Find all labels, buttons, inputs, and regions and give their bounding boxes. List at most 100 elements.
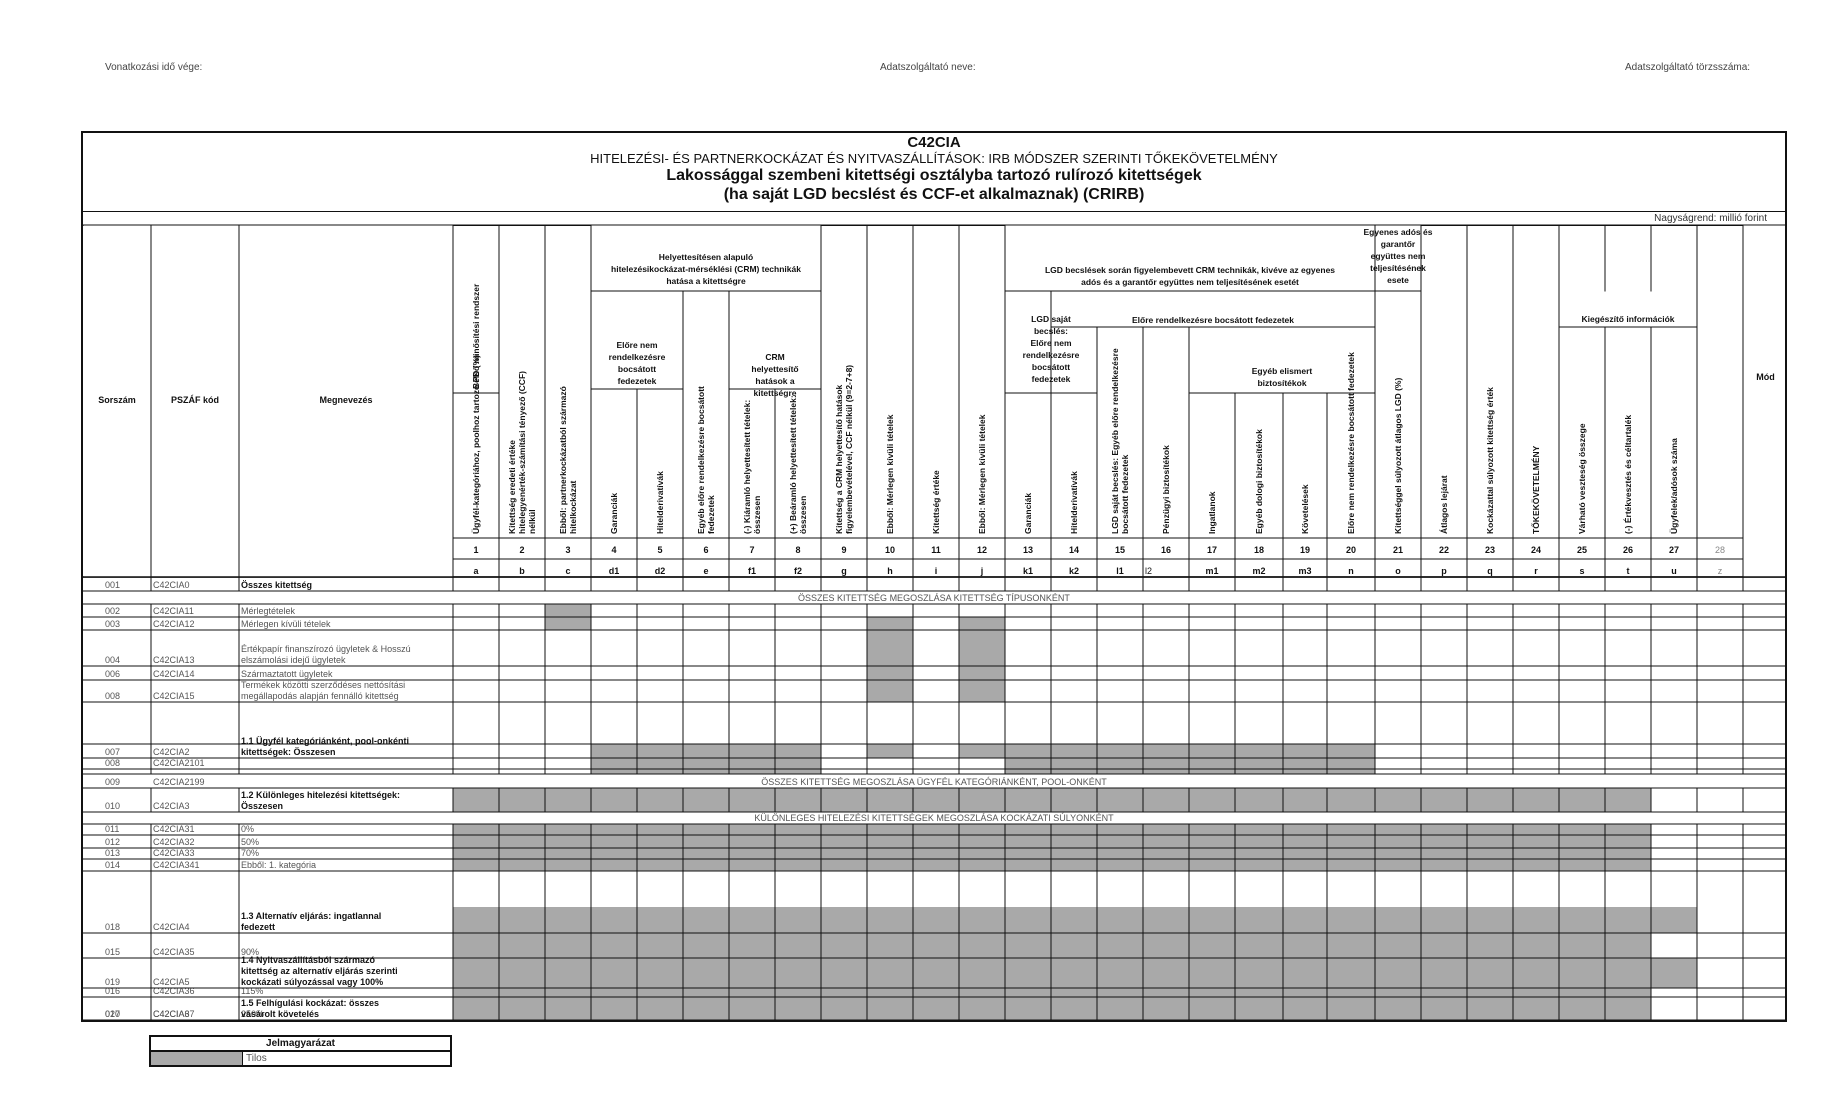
forbidden-cell — [1097, 835, 1143, 848]
forbidden-cell — [1605, 958, 1651, 988]
forbidden-cell — [637, 958, 683, 988]
header-crm-hely: hatások a — [755, 376, 794, 386]
forbidden-cell — [637, 859, 683, 871]
column-number: 4 — [611, 545, 616, 555]
row-number: 003 — [105, 619, 120, 629]
report-table: C42CIA HITELEZÉSI- ÉS PARTNERKOCKÁZAT ÉS… — [81, 131, 1787, 1022]
forbidden-cell — [637, 824, 683, 835]
forbidden-cell — [775, 958, 821, 988]
section-band — [83, 591, 1785, 604]
forbidden-cell — [683, 824, 729, 835]
forbidden-cell — [545, 617, 591, 630]
form-subtitle: Lakossággal szembeni kitettségi osztályb… — [666, 167, 1202, 184]
column-letter: m2 — [1252, 566, 1265, 576]
column-letter: a — [473, 566, 479, 576]
forbidden-cell — [867, 835, 913, 848]
forbidden-cell — [1605, 997, 1651, 1020]
row-label: fedezett — [241, 922, 275, 932]
column-header-2: hitelegyenérték-számítási tényező (CCF) — [517, 371, 527, 534]
column-header-26: (-) Értékvesztés és céltartalék — [1623, 415, 1633, 534]
legend: Jelmagyarázat Tilos — [149, 1035, 452, 1067]
forbidden-cell — [1605, 824, 1651, 835]
forbidden-cell — [1097, 997, 1143, 1020]
row-number: 008 — [105, 691, 120, 701]
header-lgd-group: adós és a garantőr együttes nem teljesít… — [1081, 277, 1299, 287]
column-letter: t — [1627, 566, 1630, 576]
forbidden-cell — [1513, 859, 1559, 871]
form-subtitle-2: (ha saját LGD becslést és CCF-et alkalma… — [723, 186, 1145, 203]
forbidden-cell — [1143, 848, 1189, 859]
forbidden-cell — [867, 848, 913, 859]
forbidden-cell — [729, 824, 775, 835]
forbidden-cell — [1375, 824, 1421, 835]
forbidden-cell — [729, 859, 775, 871]
forbidden-cell — [959, 997, 1005, 1020]
header-crm-group: Helyettesítésen alapuló — [659, 252, 753, 262]
period-end-label: Vonatkozási idő vége: — [105, 62, 203, 73]
forbidden-cell — [867, 680, 913, 702]
forbidden-cell — [591, 907, 637, 933]
row-code: C42CIA6 — [153, 1009, 190, 1019]
row-label: kitettségek: Összesen — [241, 747, 336, 757]
forbidden-cell — [545, 907, 591, 933]
column-header-17: Ingatlanok — [1207, 491, 1217, 534]
forbidden-cell — [867, 933, 913, 958]
forbidden-cell — [1513, 997, 1559, 1020]
row-number: 012 — [105, 837, 120, 847]
row-code: C42CIA35 — [153, 947, 195, 957]
forbidden-cell — [1421, 824, 1467, 835]
forbidden-cell — [683, 958, 729, 988]
forbidden-cell — [1051, 997, 1097, 1020]
forbidden-cell — [775, 907, 821, 933]
column-header-27: Ügyfelek/adósok száma — [1669, 438, 1679, 534]
row-number: 007 — [105, 747, 120, 757]
forbidden-cell — [1005, 907, 1051, 933]
section-band — [83, 774, 1785, 788]
forbidden-cell — [867, 997, 913, 1020]
row-label: 50% — [241, 837, 259, 847]
title-divider — [83, 211, 1785, 212]
forbidden-cell — [1051, 933, 1097, 958]
section-title: KÜLÖNLEGES HITELEZÉSI KITETTSÉGEK MEGOSZ… — [754, 813, 1114, 823]
row-label: 115% — [241, 986, 263, 996]
forbidden-cell — [1327, 958, 1375, 988]
column-number: 18 — [1254, 545, 1264, 555]
header-egyeb-elism: Egyéb elismert — [1252, 366, 1313, 376]
forbidden-cell — [1605, 835, 1651, 848]
forbidden-cell — [1283, 997, 1327, 1020]
forbidden-cell — [1559, 997, 1605, 1020]
header-crm-hely: CRM — [765, 352, 784, 362]
column-header-9: Kitettség a CRM helyettesítő hatások — [834, 384, 844, 534]
column-header-14: Hitelderivatívák — [1069, 471, 1079, 534]
column-header-12: Ebből: Mérlegen kívüli tételek — [977, 414, 987, 534]
row-number: 010 — [105, 801, 120, 811]
row-label: 1.5 Felhígulási kockázat: összes — [241, 998, 379, 1008]
header-megnevezes: Megnevezés — [319, 395, 372, 405]
column-number: 27 — [1669, 545, 1679, 555]
row-label: Termékek közötti szerződéses nettósítási — [241, 680, 405, 690]
forbidden-cell — [1143, 788, 1189, 812]
column-header-25: Várható veszteség összege — [1577, 423, 1587, 534]
forbidden-cell — [1327, 933, 1375, 958]
header-group-bg — [239, 225, 453, 577]
forbidden-cell — [453, 907, 499, 933]
forbidden-cell — [683, 859, 729, 871]
forbidden-cell — [1375, 933, 1421, 958]
header-egyenes: együttes nem — [1371, 251, 1426, 261]
row-label: vásárolt követelés — [241, 1009, 319, 1019]
forbidden-cell — [1283, 933, 1327, 958]
forbidden-cell — [1051, 958, 1097, 988]
column-header-5: Hitelderivatívák — [655, 471, 665, 534]
row-number: 020 — [105, 1009, 120, 1019]
row-number: 004 — [105, 655, 120, 665]
forbidden-cell — [637, 848, 683, 859]
forbidden-cell — [1559, 907, 1605, 933]
forbidden-cell — [1651, 958, 1697, 988]
forbidden-cell — [499, 907, 545, 933]
column-number: 19 — [1300, 545, 1310, 555]
forbidden-cell — [1097, 907, 1143, 933]
column-header-15: bocsátott fedezetek — [1120, 454, 1130, 534]
legend-swatch — [151, 1052, 243, 1065]
forbidden-cell — [1375, 788, 1421, 812]
